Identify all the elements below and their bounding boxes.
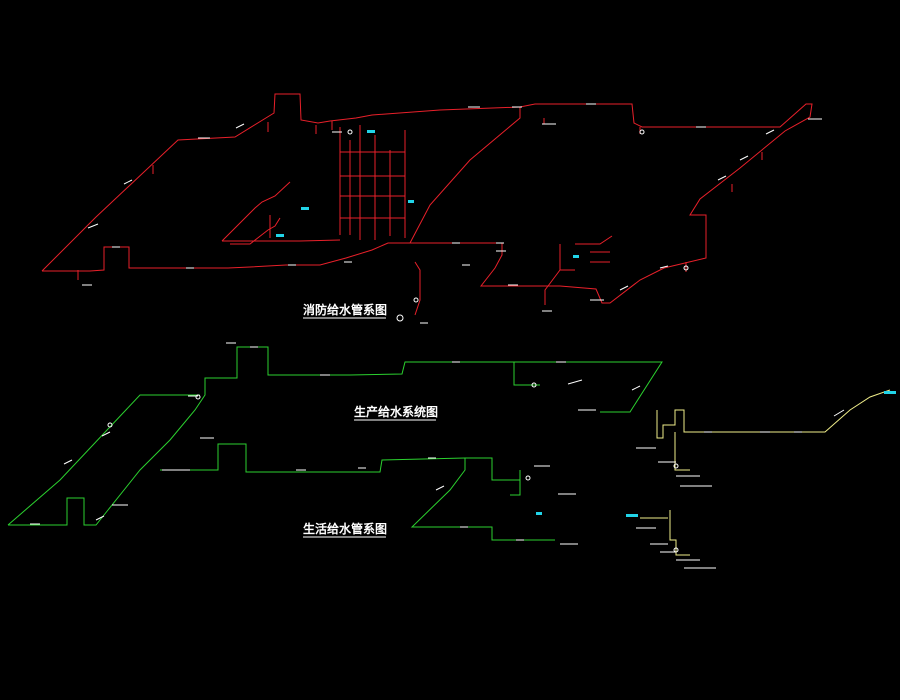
fire-diagonal-branch xyxy=(409,107,521,244)
domestic-riser-right xyxy=(510,470,521,496)
detail-annotations xyxy=(636,409,845,569)
fire-left-branches xyxy=(221,181,421,316)
fire-annotations xyxy=(82,103,822,324)
domestic-main-line xyxy=(160,443,520,481)
fire-drop-stubs xyxy=(77,118,763,280)
domestic-water-title: 生活给水管系图 xyxy=(303,521,387,536)
detail-yellow-diagram xyxy=(640,389,891,556)
detail-lower-riser xyxy=(669,510,690,556)
production-left-diagonal xyxy=(7,394,200,526)
domestic-lower-branch xyxy=(410,458,555,541)
fire-main-loop xyxy=(41,93,813,304)
fire-risers xyxy=(339,125,406,240)
domestic-water-diagram xyxy=(160,443,555,541)
fire-water-diagram xyxy=(41,93,813,316)
detail-cyan-markers xyxy=(536,391,896,517)
fire-water-title: 消防给水管系图 xyxy=(303,302,387,317)
production-main-line xyxy=(8,346,663,526)
production-right-branch xyxy=(513,362,540,386)
fire-right-branches xyxy=(544,235,613,305)
production-annotations xyxy=(30,342,641,545)
production-water-diagram xyxy=(7,346,663,526)
production-water-title: 生产给水系统图 xyxy=(354,404,438,419)
fire-cyan-markers xyxy=(276,130,579,258)
detail-upper-riser xyxy=(674,432,690,471)
detail-upper-line xyxy=(656,389,891,439)
